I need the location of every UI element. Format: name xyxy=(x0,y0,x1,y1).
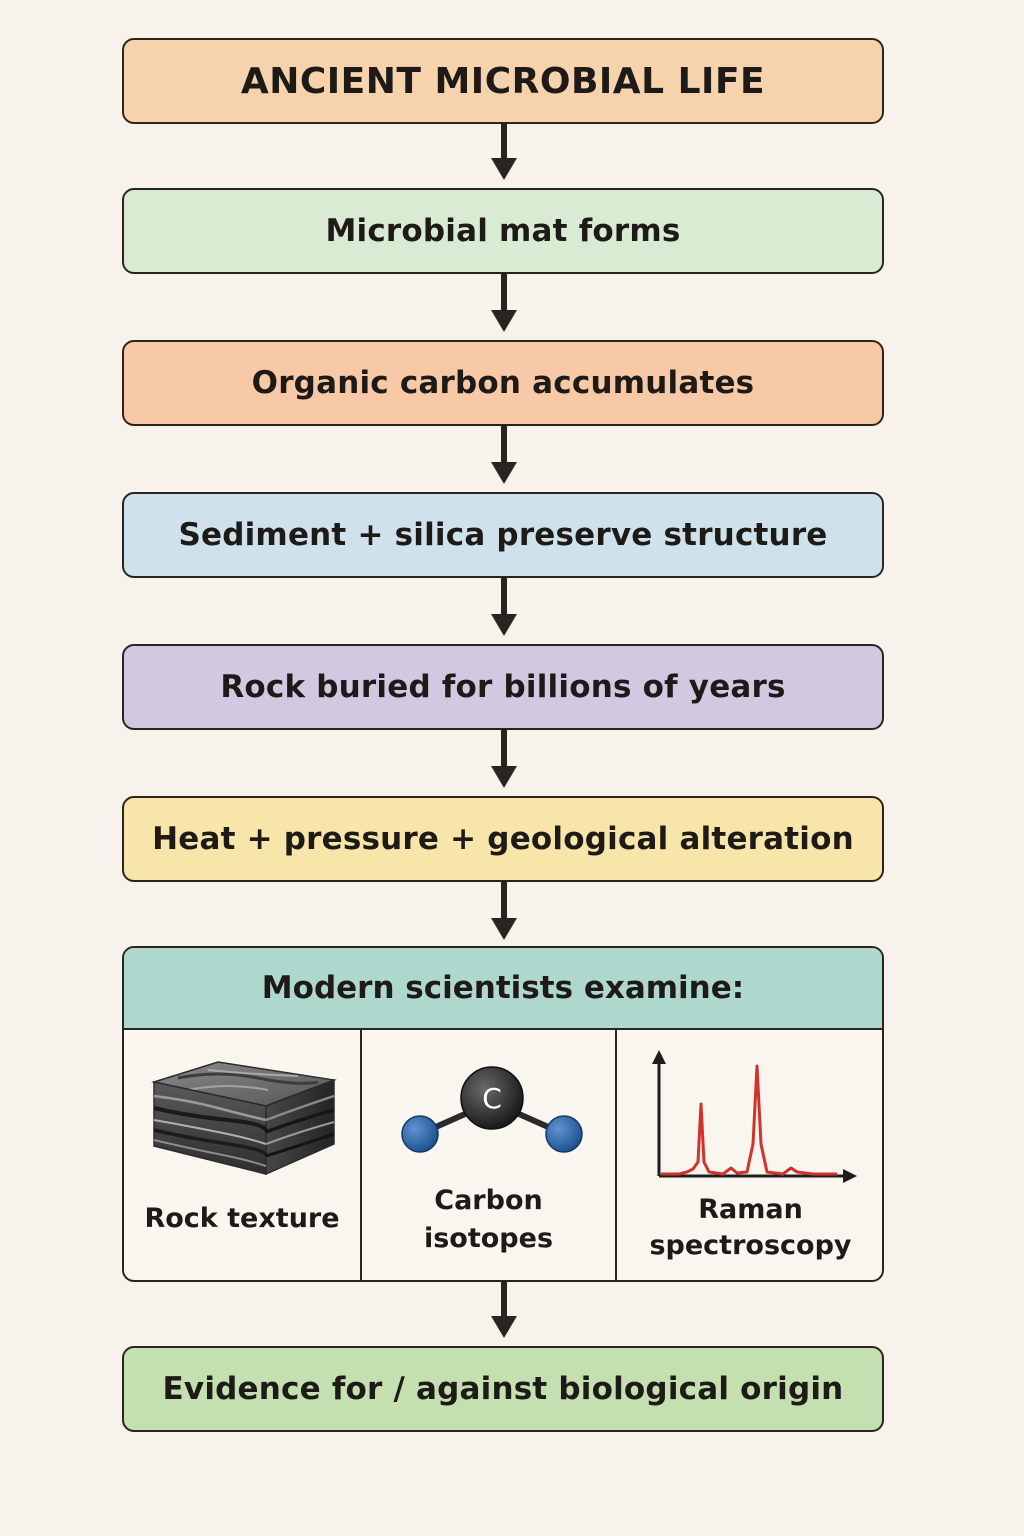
step-rock-buried: Rock buried for billions of years xyxy=(122,644,884,730)
step-label: Rock buried for billions of years xyxy=(220,669,786,705)
method-carbon-isotopes: C Carbon isotopes xyxy=(362,1030,617,1280)
carbon-atom-label: C xyxy=(482,1082,502,1115)
raman-spectrum-icon xyxy=(652,1050,857,1183)
step-ancient-microbial-life: ANCIENT MICROBIAL LIFE xyxy=(122,38,884,124)
examination-header: Modern scientists examine: xyxy=(124,948,882,1030)
conclusion-label: Evidence for / against biological origin xyxy=(162,1371,844,1407)
step-label: Sediment + silica preserve structure xyxy=(178,517,828,553)
step-label: Microbial mat forms xyxy=(325,213,681,249)
examination-panel: Modern scientists examine: xyxy=(122,946,884,1282)
carbon-molecule-icon xyxy=(401,1066,583,1153)
step-title: ANCIENT MICROBIAL LIFE xyxy=(240,60,766,102)
step-microbial-mat: Microbial mat forms xyxy=(122,188,884,274)
method-rock-texture: Rock texture xyxy=(124,1030,362,1280)
method-label: Carbon isotopes xyxy=(362,1182,615,1258)
rock-layers-icon xyxy=(151,1061,337,1176)
conclusion-evidence: Evidence for / against biological origin xyxy=(122,1346,884,1432)
step-sediment-silica: Sediment + silica preserve structure xyxy=(122,492,884,578)
step-organic-carbon: Organic carbon accumulates xyxy=(122,340,884,426)
method-label-line: Raman xyxy=(698,1194,803,1225)
step-label: Heat + pressure + geological alteration xyxy=(152,821,854,857)
method-label-line: spectroscopy xyxy=(649,1230,852,1261)
step-label: Organic carbon accumulates xyxy=(251,365,755,401)
method-label-line: isotopes xyxy=(423,1223,554,1254)
examination-methods: Rock texture xyxy=(124,1030,882,1280)
method-label-line: Carbon xyxy=(434,1185,543,1216)
step-heat-pressure: Heat + pressure + geological alteration xyxy=(122,796,884,882)
method-label: Raman spectroscopy xyxy=(617,1192,882,1264)
method-label: Rock texture xyxy=(144,1203,340,1234)
method-raman-spectroscopy: Raman spectroscopy xyxy=(617,1030,882,1280)
